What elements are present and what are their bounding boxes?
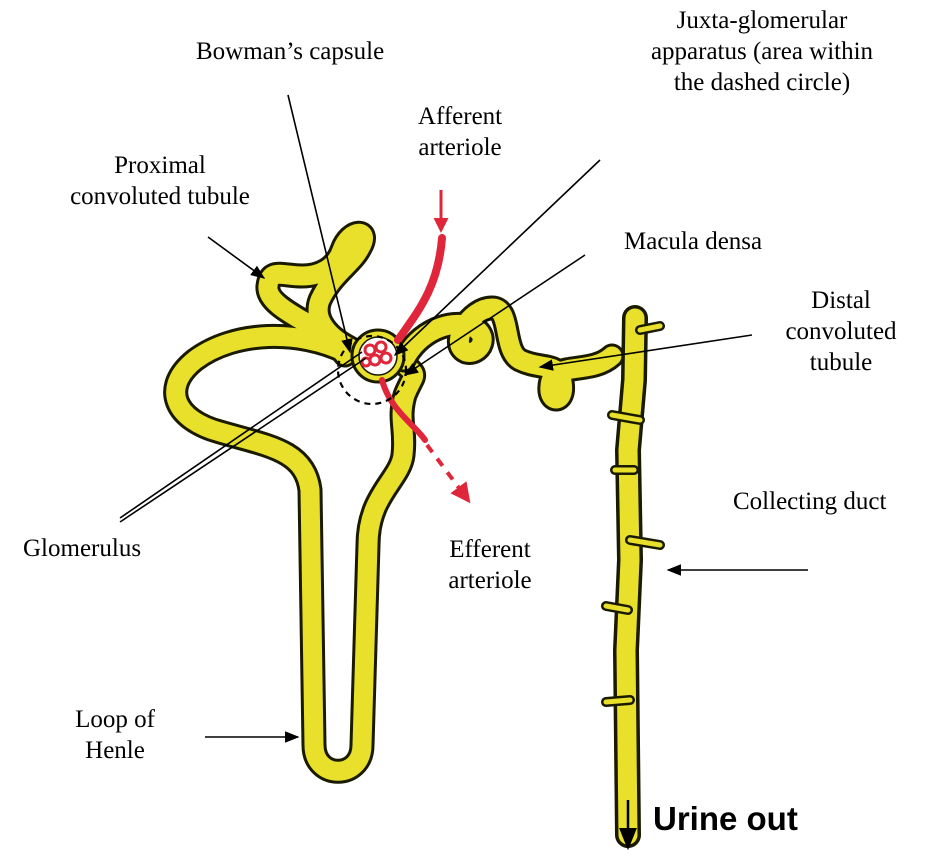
jga-label: Juxta-glomerular apparatus (area within … — [602, 5, 922, 98]
collecting-duct-label: Collecting duct — [733, 486, 886, 517]
collecting-duct — [606, 318, 660, 835]
henle-label-line1: Loop of — [55, 704, 175, 735]
dct-label-line3: tubule — [756, 347, 926, 378]
jga-label-line3: the dashed circle) — [602, 67, 922, 98]
jga-label-line2: apparatus (area within — [602, 36, 922, 67]
pct-label-line1: Proximal — [60, 150, 260, 181]
afferent-label: Afferent arteriole — [395, 101, 525, 163]
glomerulus-label: Glomerulus — [23, 533, 141, 564]
afferent-label-line1: Afferent — [395, 101, 525, 132]
efferent-label: Efferent arteriole — [425, 534, 555, 596]
dct-label-line2: convoluted — [756, 316, 926, 347]
glomerulus-pointer-2 — [120, 358, 366, 522]
jga-label-line1: Juxta-glomerular — [602, 5, 922, 36]
dct-label: Distal convoluted tubule — [756, 285, 926, 378]
afferent-label-line2: arteriole — [395, 132, 525, 163]
distal-tubule — [404, 308, 612, 399]
efferent-flow-arrow — [427, 445, 468, 500]
bowmans-capsule-label: Bowman’s capsule — [196, 36, 384, 67]
henle-label-line2: Henle — [55, 735, 175, 766]
pct-label-line2: convoluted tubule — [60, 181, 260, 212]
henle-label: Loop of Henle — [55, 704, 175, 766]
nephron-tubule — [176, 233, 414, 771]
pct-pointer — [208, 237, 264, 278]
efferent-label-line1: Efferent — [425, 534, 555, 565]
macula-densa-label: Macula densa — [624, 226, 762, 257]
urine-out-label: Urine out — [653, 800, 798, 838]
glomerulus-pointer-1 — [120, 352, 362, 518]
pct-label: Proximal convoluted tubule — [60, 150, 260, 212]
efferent-label-line2: arteriole — [425, 565, 555, 596]
dct-label-line1: Distal — [756, 285, 926, 316]
